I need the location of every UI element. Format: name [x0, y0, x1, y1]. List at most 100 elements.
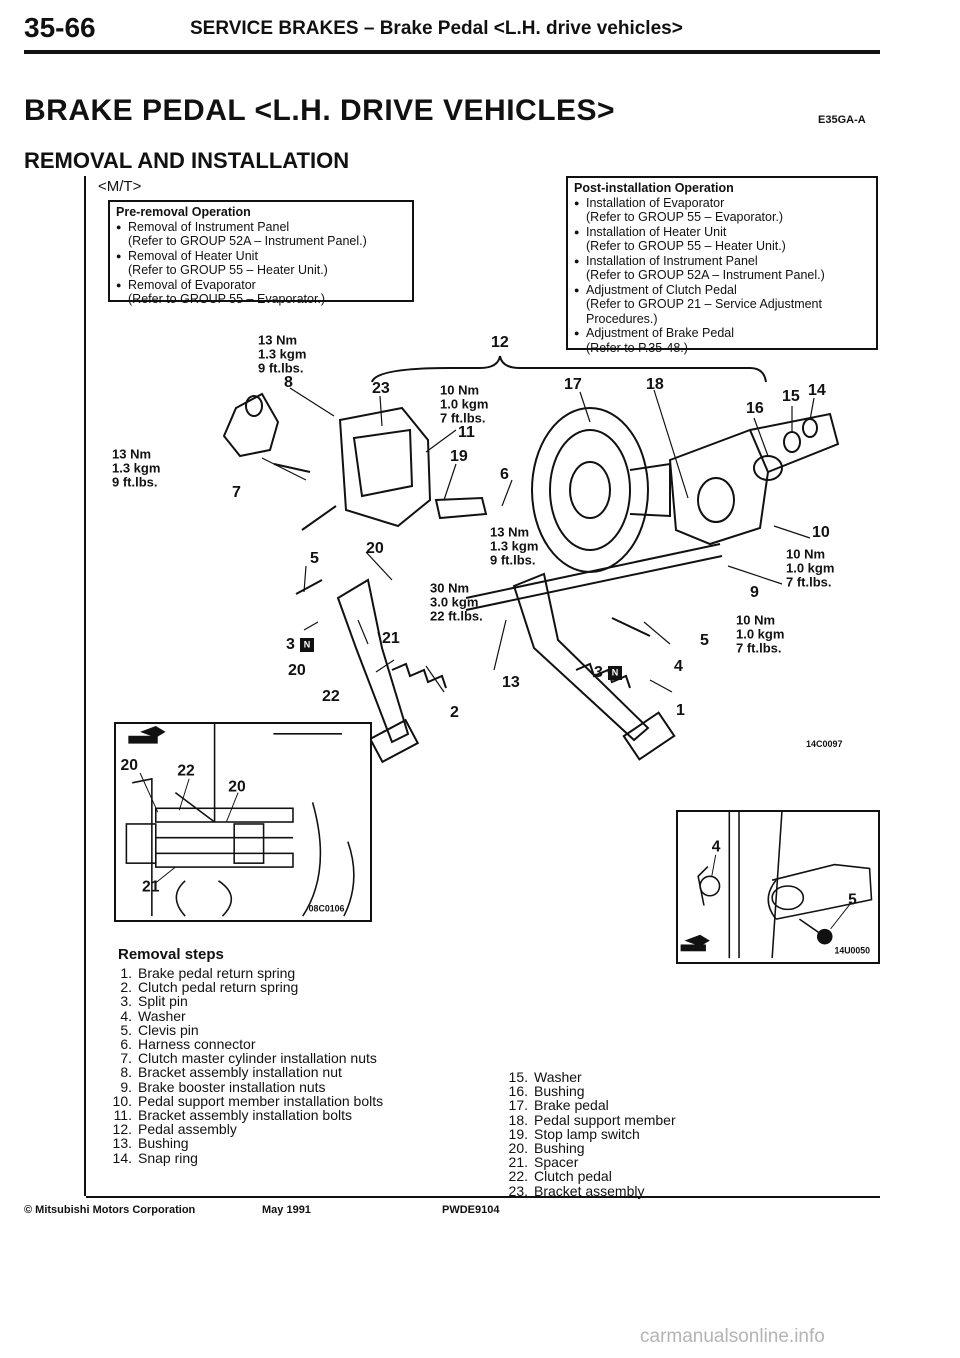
list-item: 22.Clutch pedal	[508, 1168, 612, 1185]
post-installation-item: Adjustment of Brake Pedal(Refer to P.35-…	[574, 326, 870, 355]
torque-8-nm: 13 Nm	[258, 332, 297, 347]
grease-icon	[684, 934, 710, 947]
bushing-detail-inset: 20 22 20 21 08C0106	[114, 722, 372, 922]
callout-16: 16	[746, 400, 764, 417]
callout-3-right: 3	[594, 664, 603, 681]
callout-18: 18	[646, 376, 664, 393]
removal-steps-title: Removal steps	[118, 946, 224, 963]
torque-8-lbs: 9 ft.lbs.	[258, 360, 304, 375]
list-item: 8.Bracket assembly installation nut	[120, 1064, 342, 1081]
callout-20-top: 20	[366, 540, 384, 557]
torque-7-nm: 13 Nm	[112, 446, 151, 461]
section-title: SERVICE BRAKES – Brake Pedal <L.H. drive…	[190, 18, 683, 39]
list-item: 13.Bushing	[112, 1135, 189, 1152]
torque-21-kgm: 3.0 kgm	[430, 594, 478, 609]
post-installation-box: Post-installation Operation Installation…	[566, 176, 878, 355]
inset2-code: 14U0050	[834, 945, 870, 955]
inset2-callout-5: 5	[848, 891, 857, 908]
list-item: 18.Pedal support member	[508, 1111, 676, 1128]
footer-code: PWDE9104	[442, 1204, 500, 1216]
post-installation-title: Post-installation Operation	[574, 181, 734, 195]
grease-icon	[140, 725, 166, 738]
list-item: 5.Clevis pin	[120, 1021, 199, 1038]
torque-9-right-nm: 10 Nm	[736, 612, 775, 627]
callout-19: 19	[450, 448, 468, 465]
list-item: 3.Split pin	[120, 993, 188, 1010]
torque-11-lbs: 7 ft.lbs.	[440, 410, 486, 425]
callout-9: 9	[750, 584, 759, 601]
list-item: 17.Brake pedal	[508, 1097, 609, 1114]
page-number: 35-66	[24, 12, 96, 43]
list-item: 23.Bracket assembly	[508, 1182, 645, 1199]
inset1-callout-21: 21	[142, 878, 160, 895]
list-item: 6.Harness connector	[120, 1036, 256, 1053]
callout-4: 4	[674, 658, 683, 675]
torque-9-right-kgm: 1.0 kgm	[736, 626, 784, 641]
list-item: 7.Clutch master cylinder installation nu…	[120, 1050, 377, 1067]
new-part-icon	[608, 666, 622, 680]
callout-21: 21	[382, 630, 400, 647]
inset2-callout-4: 4	[712, 839, 721, 856]
callout-17: 17	[564, 376, 582, 393]
page-title: BRAKE PEDAL <L.H. DRIVE VEHICLES>	[24, 94, 616, 127]
torque-11-kgm: 1.0 kgm	[440, 396, 488, 411]
callout-10: 10	[812, 524, 830, 541]
new-part-mark-right: N	[612, 667, 619, 677]
section-subtitle: REMOVAL AND INSTALLATION	[24, 148, 350, 173]
callout-20-bottom: 20	[288, 662, 306, 679]
list-item: 12.Pedal assembly	[112, 1121, 237, 1138]
post-installation-item: Installation of Evaporator(Refer to GROU…	[574, 196, 870, 225]
grease-icon-base	[128, 735, 158, 744]
footer-copyright: © Mitsubishi Motors Corporation	[24, 1204, 196, 1216]
list-item: 19.Stop lamp switch	[508, 1125, 640, 1142]
list-item: 2.Clutch pedal return spring	[120, 979, 299, 996]
pre-removal-item: Removal of Heater Unit(Refer to GROUP 55…	[116, 249, 406, 278]
footer-date: May 1991	[262, 1204, 311, 1216]
torque-7-kgm: 1.3 kgm	[112, 460, 160, 475]
list-item: 11.Bracket assembly installation bolts	[113, 1107, 352, 1124]
callout-12: 12	[491, 334, 509, 351]
post-installation-item: Adjustment of Clutch Pedal(Refer to GROU…	[574, 283, 870, 327]
callout-1: 1	[676, 702, 685, 719]
list-item: 15.Washer	[508, 1069, 582, 1085]
inset1-code: 08C0106	[309, 903, 345, 913]
callout-3-left: 3	[286, 636, 295, 653]
torque-21-nm: 30 Nm	[430, 580, 469, 595]
callout-7: 7	[232, 484, 241, 501]
pre-removal-box: Pre-removal Operation Removal of Instrum…	[108, 200, 414, 306]
torque-10-kgm: 1.0 kgm	[786, 560, 834, 575]
list-item: 4.Washer	[120, 1007, 186, 1024]
torque-9-left-kgm: 1.3 kgm	[490, 538, 538, 553]
list-item: 1.Brake pedal return spring	[120, 965, 296, 981]
pre-removal-item: Removal of Instrument Panel(Refer to GRO…	[116, 220, 406, 249]
torque-9-right-lbs: 7 ft.lbs.	[736, 640, 782, 655]
callout-14: 14	[808, 382, 826, 399]
doc-code: E35GA-A	[818, 114, 866, 126]
watermark: carmanualsonline.info	[640, 1326, 825, 1347]
list-item: 10.Pedal support member installation bol…	[112, 1092, 384, 1109]
torque-9-left-lbs: 9 ft.lbs.	[490, 552, 536, 567]
removal-steps-list-right: 15.Washer 16.Bushing 17.Brake pedal 18.P…	[500, 1070, 676, 1198]
callout-15: 15	[782, 388, 800, 405]
inset1-callout-20-left: 20	[121, 757, 139, 774]
callout-2: 2	[450, 704, 459, 721]
list-item: 16.Bushing	[508, 1083, 585, 1100]
callout-13: 13	[502, 674, 520, 691]
grease-icon-base	[680, 944, 706, 952]
list-item: 9.Brake booster installation nuts	[120, 1078, 326, 1095]
new-part-icon	[300, 638, 314, 652]
pre-removal-item: Removal of Evaporator(Refer to GROUP 55 …	[116, 278, 406, 307]
inset1-callout-22: 22	[177, 763, 195, 780]
list-item: 14.Snap ring	[112, 1149, 198, 1166]
torque-10-lbs: 7 ft.lbs.	[786, 574, 832, 589]
torque-11-nm: 10 Nm	[440, 382, 479, 397]
callout-5-right: 5	[700, 632, 709, 649]
callout-5-left: 5	[310, 550, 319, 567]
list-item: 20.Bushing	[508, 1140, 585, 1157]
torque-9-left-nm: 13 Nm	[490, 524, 529, 539]
torque-21-lbs: 22 ft.lbs.	[430, 608, 483, 623]
figure-code: 14C0097	[806, 739, 843, 749]
torque-7-lbs: 9 ft.lbs.	[112, 474, 158, 489]
left-margin-rule	[84, 176, 86, 1196]
callout-23: 23	[372, 380, 390, 397]
